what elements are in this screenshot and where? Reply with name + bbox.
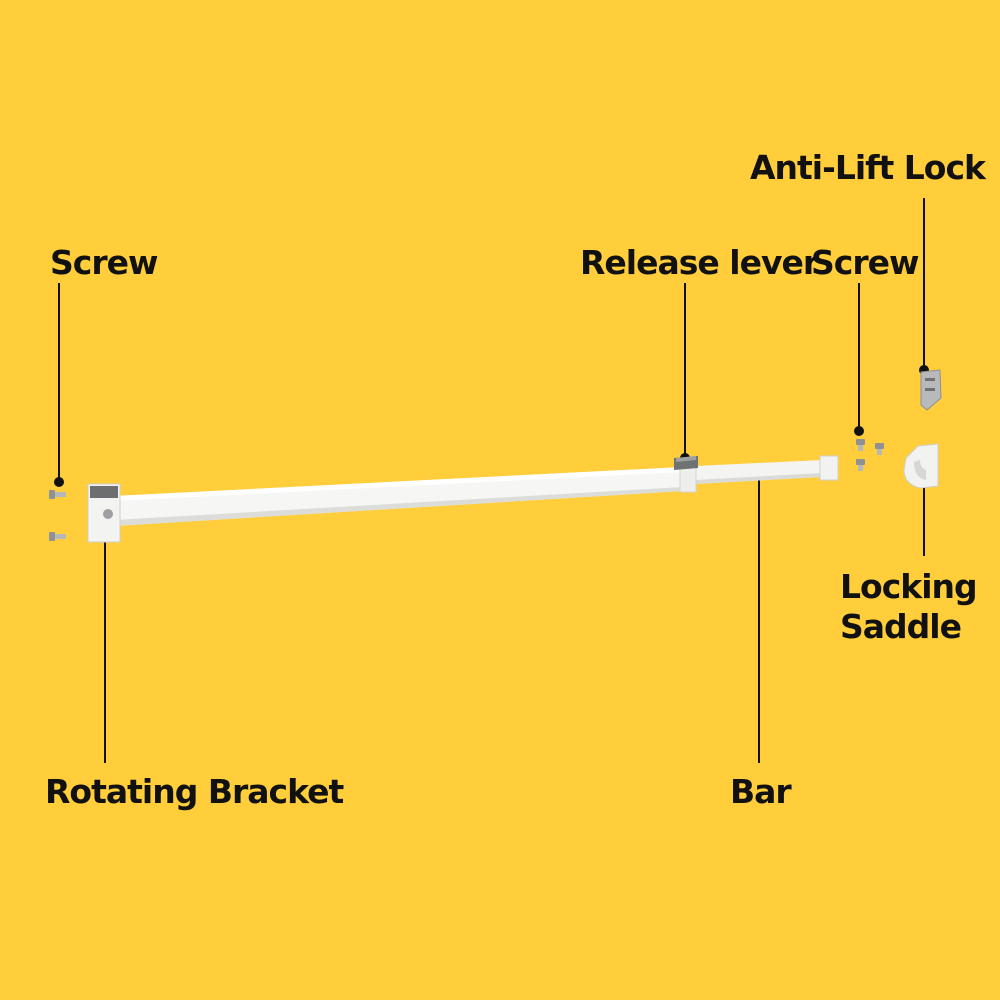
leader-dot-screw-left bbox=[54, 477, 64, 487]
label-locking-saddle-line2: Saddle bbox=[840, 607, 962, 646]
bar-end-cap bbox=[819, 455, 839, 481]
screw-icon bbox=[856, 439, 865, 451]
label-screw-left: Screw bbox=[50, 243, 158, 282]
label-bar: Bar bbox=[730, 772, 792, 811]
locking-saddle-part bbox=[903, 443, 939, 489]
right-screws bbox=[856, 439, 884, 471]
label-locking-saddle: Locking Saddle bbox=[840, 567, 978, 647]
bar-main-tube bbox=[114, 467, 683, 526]
bar-assembly bbox=[87, 455, 839, 543]
left-screws bbox=[49, 490, 66, 541]
anti-lift-lock-part bbox=[920, 369, 942, 411]
leader-dot-screw-right bbox=[854, 426, 864, 436]
rotating-bracket-part bbox=[87, 483, 121, 543]
label-release-lever: Release lever bbox=[580, 243, 819, 282]
screw-icon bbox=[49, 490, 66, 499]
label-screw-right: Screw bbox=[811, 243, 919, 282]
screw-icon bbox=[49, 532, 66, 541]
label-locking-saddle-line1: Locking bbox=[840, 567, 978, 606]
screw-icon bbox=[856, 459, 865, 471]
label-anti-lift-lock: Anti-Lift Lock bbox=[750, 148, 986, 187]
label-rotating-bracket: Rotating Bracket bbox=[45, 772, 344, 811]
screw-icon bbox=[875, 443, 884, 455]
